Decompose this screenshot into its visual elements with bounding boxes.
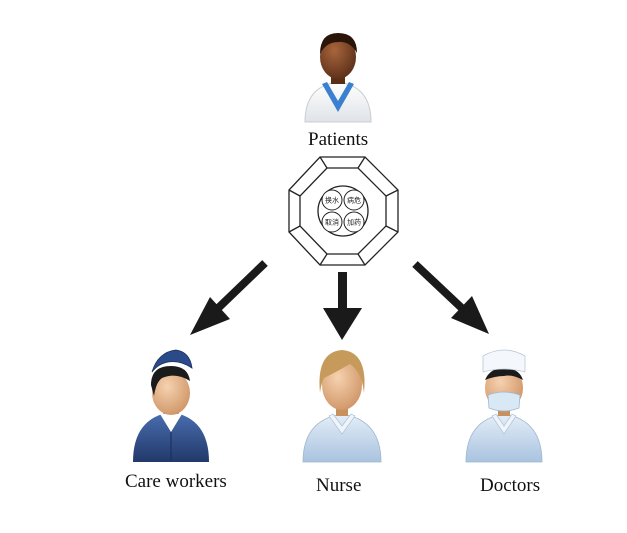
care-worker-icon	[133, 349, 209, 462]
care-workers-label: Care workers	[125, 471, 227, 492]
arrow-to-nurse	[323, 272, 362, 340]
device-buttons	[321, 189, 365, 233]
arrow-to-care-workers	[190, 260, 268, 335]
device-button	[343, 211, 365, 233]
doctors-label: Doctors	[480, 475, 541, 496]
patients-label: Patients	[308, 129, 369, 150]
doctor-icon	[465, 349, 543, 463]
patient-icon	[304, 33, 372, 123]
device-button-label: 加药	[347, 218, 361, 227]
call-device-icon	[288, 156, 399, 266]
nurse-icon	[302, 350, 382, 463]
device-button-label: 取消	[325, 218, 339, 227]
device-button-label: 病危	[347, 196, 361, 205]
device-button-label: 换水	[325, 196, 339, 205]
device-button	[343, 189, 365, 211]
device-button	[321, 189, 343, 211]
device-button	[321, 211, 343, 233]
arrow-to-doctors	[412, 261, 489, 334]
nurse-label: Nurse	[316, 475, 362, 496]
